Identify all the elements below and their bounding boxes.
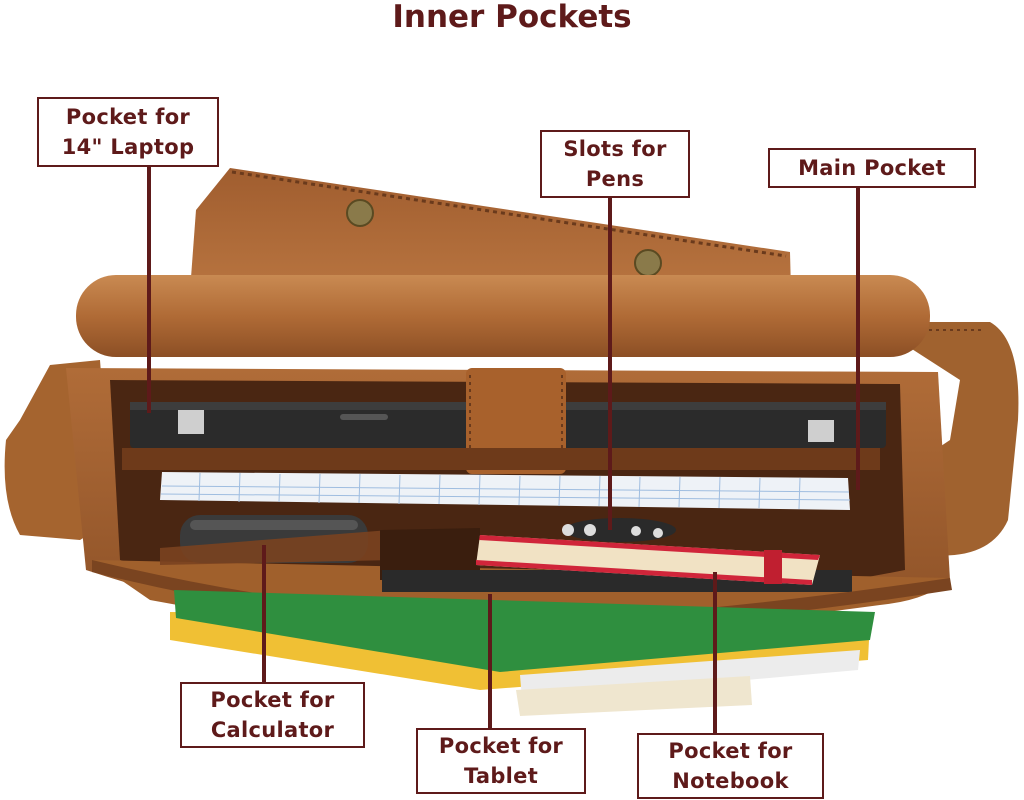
page-title: Inner Pockets (392, 0, 632, 35)
leader-lines (147, 165, 860, 735)
center-strap (466, 368, 566, 474)
top-roll (76, 275, 930, 357)
grid-notebook (160, 472, 851, 510)
pens (562, 518, 676, 542)
snap-button-icon (634, 249, 662, 277)
label-laptop-pocket: Pocket for 14" Laptop (37, 97, 219, 167)
label-line: Main Pocket (798, 156, 946, 180)
label-line: Pocket for (668, 739, 793, 763)
label-main-pocket: Main Pocket (768, 148, 976, 188)
label-pen-slots: Slots for Pens (540, 130, 690, 198)
label-line: Pocket for (65, 105, 191, 129)
label-notebook-pocket: Pocket for Notebook (637, 733, 824, 799)
folders (170, 590, 875, 716)
red-notebook (476, 535, 820, 585)
label-line: Calculator (210, 718, 335, 742)
label-calculator-pocket: Pocket for Calculator (180, 682, 365, 748)
label-tablet-pocket: Pocket for Tablet (416, 728, 586, 794)
label-line: Pens (585, 167, 645, 191)
label-line: Pocket for (438, 734, 564, 758)
label-line: Notebook (672, 769, 789, 793)
label-line: 14" Laptop (61, 135, 195, 159)
label-line: Tablet (463, 764, 539, 788)
label-line: Slots for (563, 137, 667, 161)
label-line: Pocket for (210, 688, 335, 712)
snap-button-icon (346, 199, 374, 227)
